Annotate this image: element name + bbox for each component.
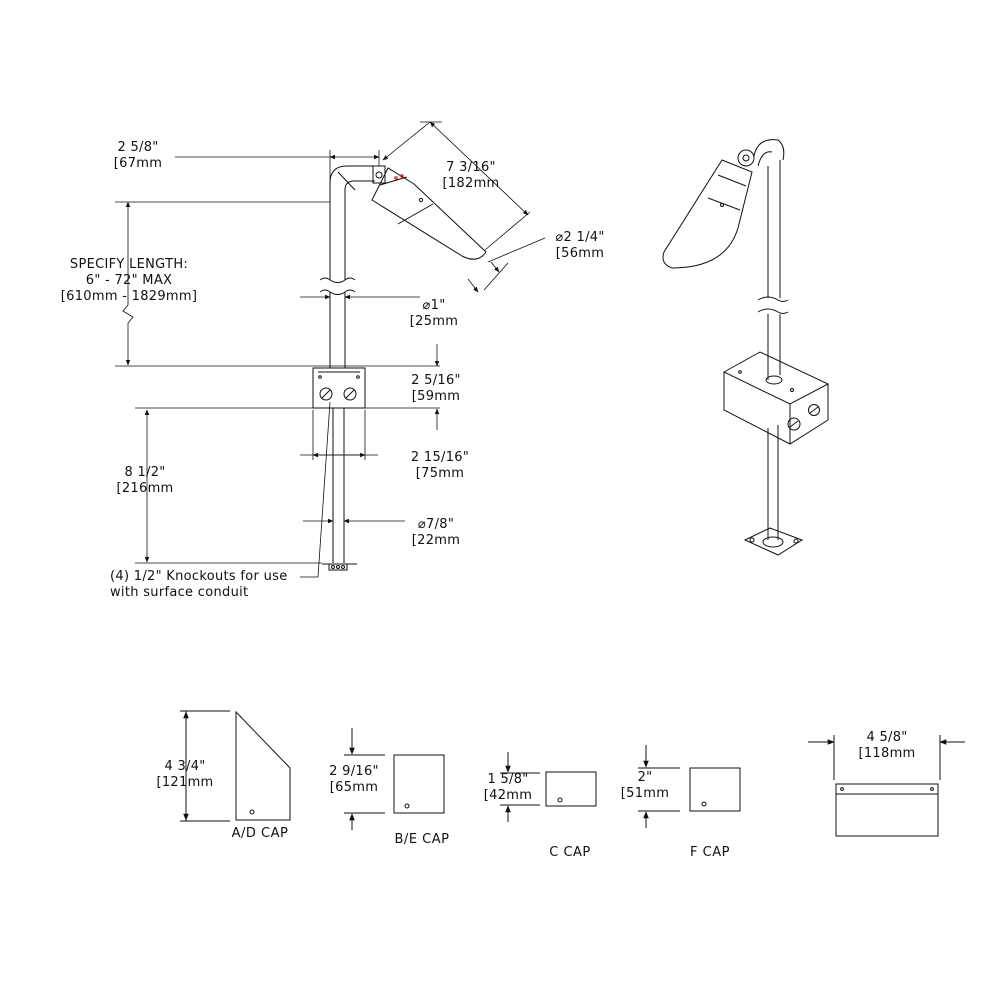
cap-f-dim: 2" [51mm — [615, 770, 675, 802]
cap-be-drawing — [344, 728, 445, 830]
head-length-imperial: 7 3/16" — [446, 160, 496, 175]
stem-diameter-imperial: ⌀1" — [422, 298, 446, 313]
isometric-view — [662, 139, 830, 556]
head-length-metric: [182mm — [442, 176, 500, 191]
arm-offset-imperial: 2 5/8" — [117, 140, 159, 155]
knockouts-line2: with surface conduit — [110, 585, 249, 600]
cap-f-metric: [51mm — [620, 786, 670, 801]
box-width-dim: 2 15/16" [75mm — [404, 450, 476, 482]
cap-be-metric: [65mm — [329, 780, 379, 795]
specify-length-line1: SPECIFY LENGTH: — [69, 257, 189, 272]
cap-c-imperial: 1 5/8" — [487, 772, 529, 787]
cap-f-label: F CAP — [690, 845, 730, 860]
box-width-metric: [75mm — [415, 466, 465, 481]
cap-be-label: B/E CAP — [394, 832, 450, 847]
arm-offset-metric: [67mm — [113, 156, 163, 171]
specify-length-note: SPECIFY LENGTH: 6" - 72" MAX [610mm - 18… — [44, 257, 214, 305]
box-top-dim: 4 5/8" [118mm — [850, 730, 924, 762]
lower-length-metric: [216mm — [116, 481, 174, 496]
box-top-imperial: 4 5/8" — [866, 730, 908, 745]
cap-c-label: C CAP — [549, 845, 591, 860]
lower-length-imperial: 8 1/2" — [124, 465, 166, 480]
lower-diameter-imperial: ⌀7/8" — [417, 517, 455, 532]
stem-diameter-dim: ⌀1" [25mm — [404, 298, 464, 330]
cap-c-dim: 1 5/8" [42mm — [478, 772, 538, 804]
head-diameter-imperial: ⌀2 1/4" — [555, 230, 605, 245]
cap-ad-drawing — [180, 710, 291, 822]
cap-ad-metric: [121mm — [156, 775, 214, 790]
fixture-elevation — [312, 165, 487, 571]
box-width-imperial: 2 15/16" — [410, 450, 470, 465]
head-diameter-dim: ⌀2 1/4" [56mm — [548, 230, 612, 262]
box-height-metric: [59mm — [411, 389, 461, 404]
arm-offset-dim: 2 5/8" [67mm — [108, 140, 168, 172]
head-length-dim: 7 3/16" [182mm — [436, 160, 506, 192]
cap-c-drawing — [500, 752, 597, 822]
specify-length-line2: 6" - 72" MAX — [85, 273, 173, 288]
cap-be-imperial: 2 9/16" — [329, 764, 379, 779]
cap-ad-label: A/D CAP — [231, 826, 289, 841]
cap-ad-dim: 4 3/4" [121mm — [150, 759, 220, 791]
box-top-metric: [118mm — [858, 746, 916, 761]
box-height-imperial: 2 5/16" — [411, 373, 461, 388]
cap-f-drawing — [638, 745, 741, 828]
cap-ad-imperial: 4 3/4" — [164, 759, 206, 774]
box-top-drawing — [808, 735, 965, 837]
specify-length-line3: [610mm - 1829mm] — [60, 289, 198, 304]
dimension-lines — [115, 121, 546, 578]
cap-f-imperial: 2" — [637, 770, 653, 785]
head-diameter-metric: [56mm — [555, 246, 605, 261]
lower-length-dim: 8 1/2" [216mm — [110, 465, 180, 497]
cap-c-metric: [42mm — [483, 788, 533, 803]
knockouts-note: (4) 1/2" Knockouts for use with surface … — [110, 569, 288, 601]
knockouts-line1: (4) 1/2" Knockouts for use — [110, 569, 288, 584]
lower-diameter-dim: ⌀7/8" [22mm — [404, 517, 468, 549]
stem-diameter-metric: [25mm — [409, 314, 459, 329]
lower-diameter-metric: [22mm — [411, 533, 461, 548]
box-height-dim: 2 5/16" [59mm — [404, 373, 468, 405]
cap-be-dim: 2 9/16" [65mm — [322, 764, 386, 796]
